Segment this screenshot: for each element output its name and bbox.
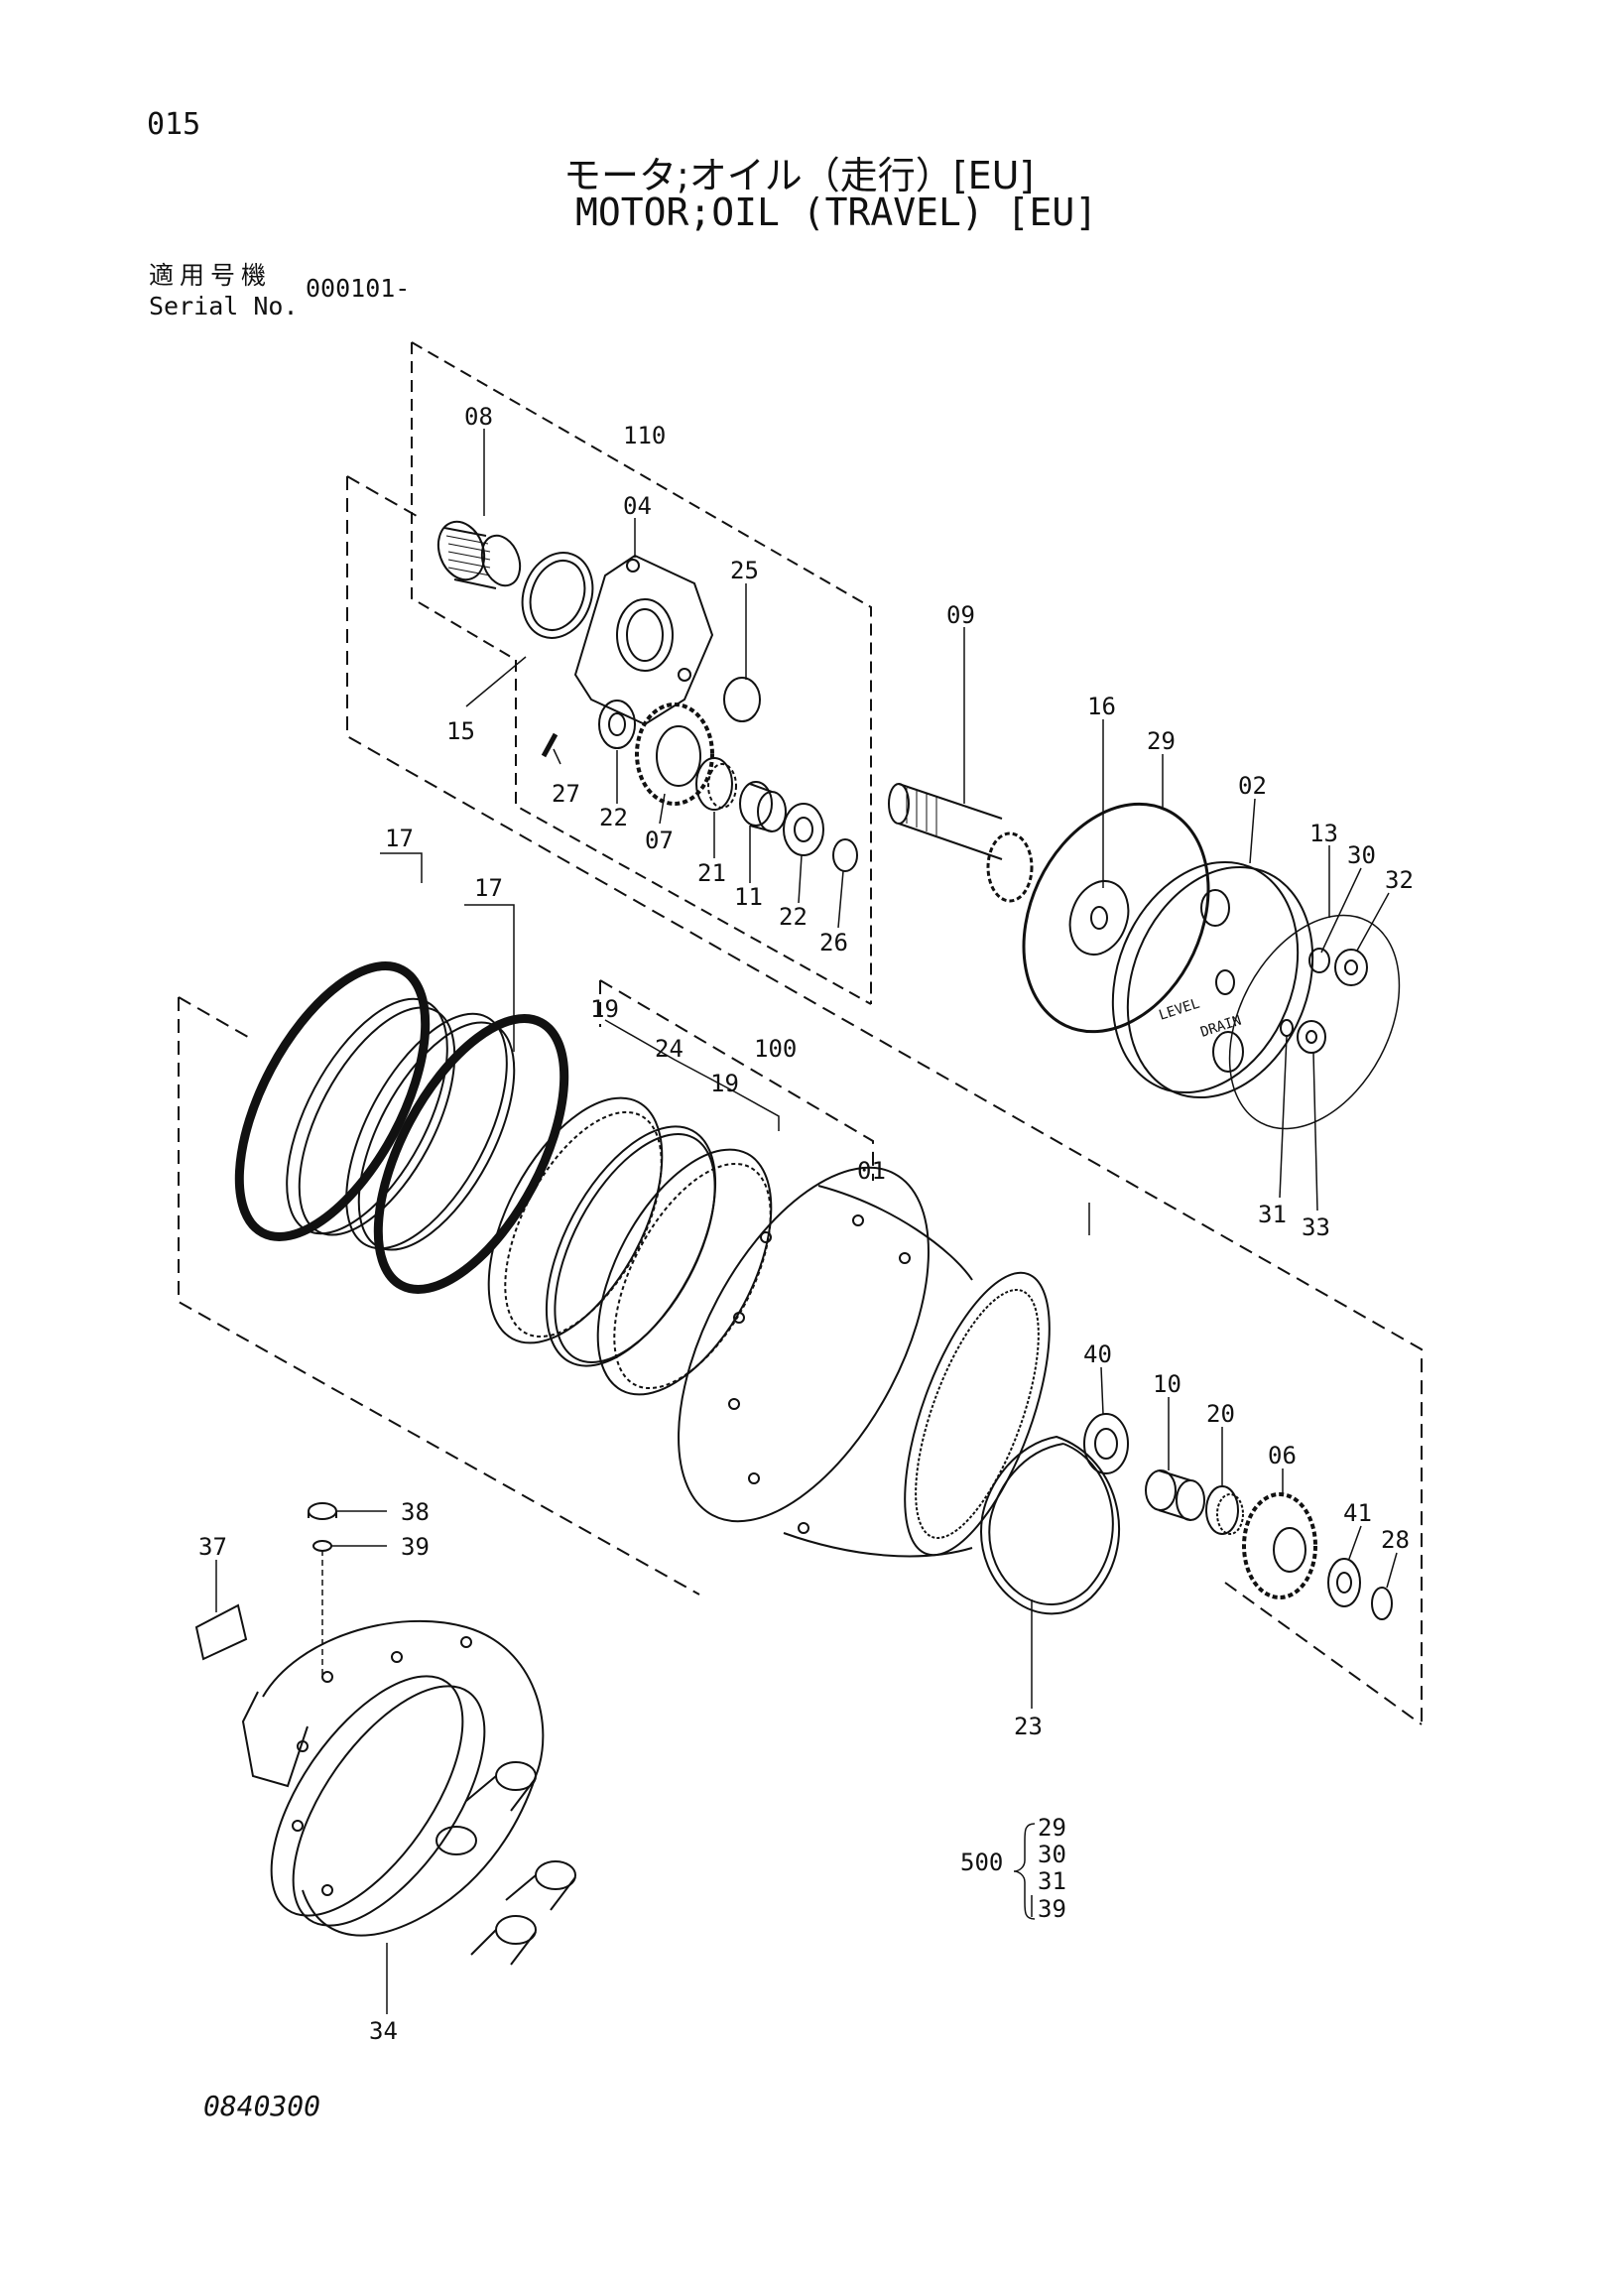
page-title-japanese: モータ;オイル（走行）[EU] — [563, 154, 1035, 197]
assembly-main-boundary — [346, 475, 1423, 1724]
part-21-bearing — [695, 757, 737, 811]
part-30-seal — [1308, 948, 1330, 973]
callout-100: 100 — [754, 1035, 797, 1063]
part-39-seal — [312, 1540, 332, 1552]
part-11-bushing — [739, 781, 787, 832]
part-24-spacer — [545, 1125, 717, 1367]
callout-06: 06 — [1268, 1442, 1297, 1469]
document-code: 0840300 — [203, 2090, 321, 2122]
callout-28: 28 — [1381, 1526, 1410, 1554]
callout-32: 32 — [1385, 866, 1414, 894]
part-27-pin — [541, 732, 559, 758]
callout-25: 25 — [730, 557, 759, 584]
part-16-washer — [1068, 880, 1130, 956]
callout-21: 21 — [697, 859, 726, 887]
callout-34: 34 — [369, 2017, 398, 2045]
part-41-washer — [1327, 1558, 1361, 1607]
callout-08: 08 — [464, 403, 493, 431]
callout-31: 31 — [1258, 1201, 1287, 1228]
part-31-seal — [1280, 1019, 1294, 1037]
callout-24: 24 — [655, 1035, 684, 1063]
callout-20: 20 — [1206, 1400, 1235, 1428]
callout-17: 17 — [385, 825, 414, 852]
callout-27: 27 — [552, 780, 580, 808]
part-19-bearing-b — [596, 1148, 773, 1396]
part-15-oring — [521, 552, 594, 639]
callout-26: 26 — [819, 929, 848, 957]
part-37-nameplate — [194, 1603, 248, 1661]
part-33-plug — [1297, 1020, 1326, 1054]
callout-40: 40 — [1083, 1340, 1112, 1368]
part-40-washer — [1083, 1413, 1129, 1474]
part-01-housing — [678, 1166, 1051, 1558]
part-13-oring — [1228, 914, 1401, 1130]
level-marking: LEVEL — [1157, 996, 1201, 1024]
page-number: 015 — [147, 107, 201, 142]
assembly-100-boundary — [599, 979, 874, 1181]
callout-110: 110 — [623, 422, 666, 449]
part-25-snap-ring — [723, 677, 761, 722]
callout-38: 38 — [401, 1498, 430, 1526]
callout-22-b: 22 — [779, 903, 808, 931]
callout-23: 23 — [1014, 1713, 1043, 1740]
callout-04: 04 — [623, 492, 652, 520]
callout-30: 30 — [1347, 841, 1376, 869]
callout-01: 01 — [857, 1157, 886, 1185]
part-04-plate — [573, 554, 714, 726]
part-06-gear — [1242, 1492, 1317, 1599]
part-32-plug — [1334, 949, 1368, 986]
seal-group-brackets — [380, 852, 780, 1131]
callout-29: 29 — [1147, 727, 1176, 755]
part-38-plug — [308, 1502, 337, 1520]
part-09-shaft — [888, 783, 1034, 903]
lower-assembly-boundary — [178, 996, 1423, 1725]
callout-19: 19 — [590, 995, 619, 1023]
part-22-washer-b — [783, 803, 824, 856]
part-34-motor — [241, 1619, 576, 1966]
part-17-oring — [234, 961, 431, 1241]
callout-02: 02 — [1238, 772, 1267, 800]
callout-19-b: 19 — [710, 1070, 739, 1097]
callout-15: 15 — [446, 717, 475, 745]
serial-label-japanese: 適用号機 — [149, 261, 273, 290]
callout-37: 37 — [198, 1533, 227, 1561]
callout-09: 09 — [946, 601, 975, 629]
serial-label-english: Serial No. — [149, 292, 299, 320]
leader-lines — [215, 429, 1398, 2014]
part-02-cover: LEVEL DRAIN — [1111, 860, 1314, 1099]
part-20-bearing — [1205, 1485, 1244, 1535]
part-29-oring — [1022, 802, 1210, 1034]
callout-10: 10 — [1153, 1370, 1181, 1398]
part-28-snap-ring — [1371, 1587, 1393, 1620]
part-07-gear — [635, 702, 714, 806]
part-17-oring-b — [373, 1014, 569, 1294]
kit-part-item: 29 — [1038, 1814, 1066, 1842]
callout-41: 41 — [1343, 1499, 1372, 1527]
callout-39: 39 — [401, 1533, 430, 1561]
kit-part-item: 39 — [1038, 1895, 1066, 1923]
kit-part-item: 30 — [1038, 1841, 1066, 1868]
callout-labels: 08 110 04 25 09 15 27 22 07 21 11 22 26 … — [198, 403, 1414, 2045]
callout-17-b: 17 — [474, 874, 503, 902]
callout-16: 16 — [1087, 693, 1116, 720]
part-26-snap-ring — [832, 838, 858, 872]
callout-07: 07 — [645, 827, 674, 854]
kit-number: 500 — [960, 1849, 1004, 1876]
part-22-washer — [598, 700, 636, 749]
part-23-snap-ring — [980, 1435, 1121, 1615]
part-08-coupling — [436, 520, 522, 589]
kit-brace — [1013, 1823, 1036, 1920]
callout-22: 22 — [599, 804, 628, 831]
kit-part-item: 31 — [1038, 1867, 1066, 1895]
callout-33: 33 — [1302, 1213, 1330, 1241]
callout-13: 13 — [1309, 820, 1338, 847]
page-title-english: MOTOR;OIL (TRAVEL) [EU] — [575, 191, 1098, 234]
part-19-bearing — [487, 1096, 664, 1344]
serial-number-value: 000101- — [306, 274, 411, 303]
callout-11: 11 — [734, 883, 763, 911]
part-10-bushing — [1145, 1469, 1205, 1521]
